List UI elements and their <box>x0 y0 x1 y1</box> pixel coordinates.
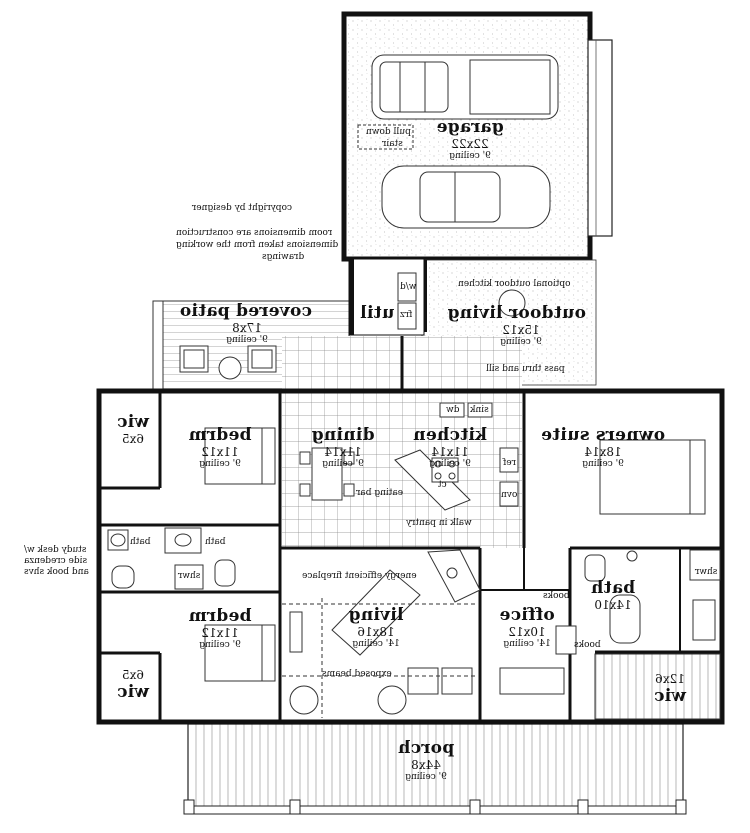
kitchen-label: kitchen 11x14 9' ceiling <box>412 425 488 469</box>
dimensions-note-line1: room dimensions are construction <box>176 228 333 238</box>
study-desk-note-line1: study desk w/ <box>24 545 87 555</box>
garage-label: garage 22x22 9' ceiling <box>436 117 504 161</box>
ref-label: ref <box>503 458 516 468</box>
beds <box>204 427 706 682</box>
wic-owner-label: 12x6 wic <box>653 672 687 706</box>
ct-label: ct <box>438 480 447 490</box>
study-desk-note-line3: and book shvs <box>24 567 89 577</box>
porch-area <box>183 723 687 815</box>
ovn-label: ovn <box>501 490 518 500</box>
covered-patio-label: covered patio 17x8 9' ceiling <box>179 301 312 345</box>
eating-bar-label: eating bar <box>356 488 404 498</box>
bedrm-bottom-label: bedrm 11x12 9' ceiling <box>188 606 252 650</box>
dining-label: dining 11x14 9' ceiling <box>311 425 375 469</box>
wic-top-label: wic 6x5 <box>116 412 150 446</box>
util-label: util <box>360 303 395 323</box>
bath-small-label: bath <box>130 537 151 547</box>
owners-bath-label: bath 14x10 <box>590 578 636 612</box>
garage-area <box>341 11 613 262</box>
dining-table <box>299 447 355 501</box>
books-label: books <box>543 591 570 601</box>
bath-small2-label: bath <box>205 537 226 547</box>
owners-wic-shelving <box>594 653 721 720</box>
dimensions-note-line2: dimensions taken from the working <box>176 240 339 250</box>
bedrm-top-label: bedrm 11x12 9' ceiling <box>188 425 252 469</box>
dimensions-note-line3: drawings <box>262 252 305 262</box>
truck-outline <box>371 54 559 120</box>
main-house <box>96 336 725 725</box>
sink-label: sink <box>470 405 489 415</box>
wic-bottom-label: 6x5 wic <box>116 668 150 702</box>
office-furniture <box>499 625 577 695</box>
pass-thru-label: pass thru and sill <box>486 364 565 374</box>
patio-chair-right <box>247 345 277 373</box>
stair-label: stair <box>382 139 403 149</box>
fireplace <box>427 549 481 603</box>
util-room <box>348 258 425 336</box>
frz-label: frz <box>400 310 413 320</box>
living-label: living 18x16 14' ceiling <box>348 605 404 649</box>
patio-table <box>218 356 242 380</box>
energy-efficient-fireplace-label: energy efficient fireplace <box>302 571 417 581</box>
pull-down-stair <box>357 124 414 150</box>
car-outline <box>381 165 551 229</box>
outdoor-living-label: outdoor living 15x12 9' ceiling <box>447 303 586 347</box>
optional-outdoor-kitchen-label: optional outdoor kitchen <box>458 279 571 289</box>
study-desk-note-line2: side credenza <box>24 556 88 566</box>
bath-fixtures <box>107 527 236 590</box>
office-label: office 10x12 14' ceiling <box>499 605 555 649</box>
owners-bath-fixtures <box>584 549 721 644</box>
dw-label: dw <box>446 405 460 415</box>
wd-label: w/d <box>400 282 417 292</box>
books2-label: books <box>574 640 601 650</box>
outdoor-table <box>498 289 526 317</box>
shwr-small-label: shwr <box>178 571 201 581</box>
copyright-note: copyright by designer <box>192 203 292 213</box>
patio-chair-left <box>179 345 209 373</box>
shwr-owner-label: shwr <box>695 567 718 577</box>
walk-in-pantry-label: walk in pantry <box>406 518 472 528</box>
kitchen-island <box>394 402 519 511</box>
pull-down-label: pull down <box>366 127 411 137</box>
exposed-beams-label: exposed beams <box>322 669 392 679</box>
living-furniture <box>282 569 478 718</box>
owners-suite-label: owners suite 18x14 9' ceiling <box>540 425 666 469</box>
porch-label: porch 44x8 9' ceiling <box>397 738 455 782</box>
